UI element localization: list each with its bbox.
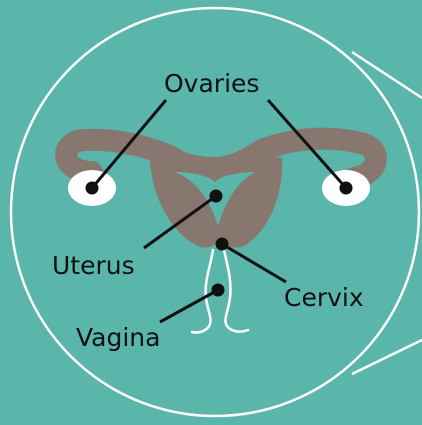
pointer-dot-cervix: [217, 239, 227, 249]
pointer-dot-uterus: [211, 191, 221, 201]
label-cervix: Cervix: [284, 283, 364, 312]
label-vagina: Vagina: [76, 323, 160, 352]
callout-line-bottom: [352, 340, 422, 374]
pointer-dot-ovary-right: [341, 183, 351, 193]
pointer-line-cervix: [222, 244, 286, 282]
label-ovaries: Ovaries: [164, 69, 259, 98]
label-uterus: Uterus: [52, 251, 135, 280]
pointer-dot-vagina: [213, 285, 223, 295]
callout-line-top: [352, 52, 422, 98]
pointer-dot-ovary-left: [87, 183, 97, 193]
